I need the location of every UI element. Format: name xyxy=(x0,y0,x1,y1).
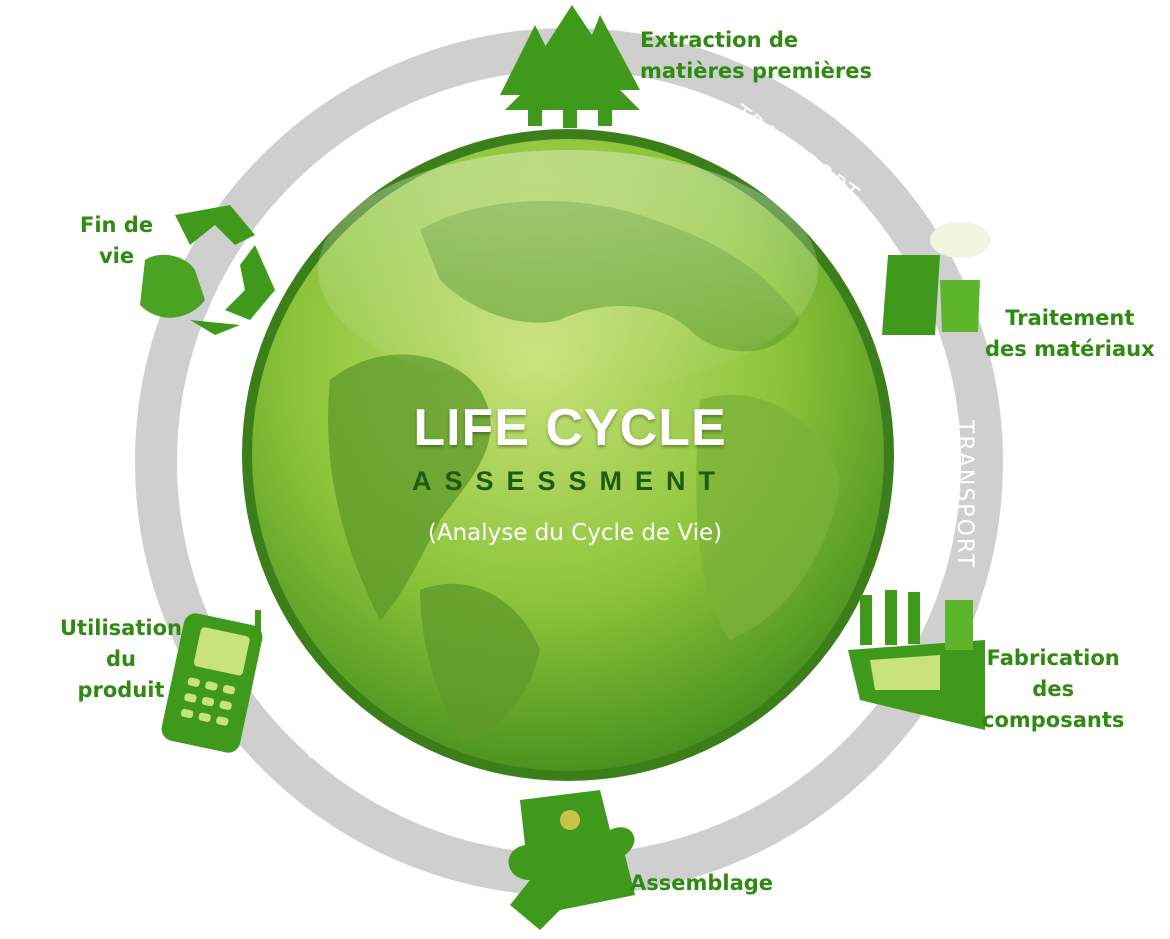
puzzle-piece-icon xyxy=(508,790,635,930)
trees-icon xyxy=(500,5,640,128)
subtitle-assessment: ASSESSMENT xyxy=(411,466,729,496)
recycle-icon xyxy=(140,205,275,335)
transport-label-5: TRANSPORT xyxy=(192,382,218,533)
cooling-towers-icon xyxy=(882,222,990,335)
stage-assemblage: Assemblage xyxy=(630,871,774,895)
transport-label-2: TRANSPORT xyxy=(952,419,978,570)
mobile-phone-icon xyxy=(161,610,263,753)
subtitle-french: (Analyse du Cycle de Vie) xyxy=(427,520,723,546)
factory-icon xyxy=(848,590,985,730)
title-life-cycle: LIFE CYCLE xyxy=(413,399,727,457)
